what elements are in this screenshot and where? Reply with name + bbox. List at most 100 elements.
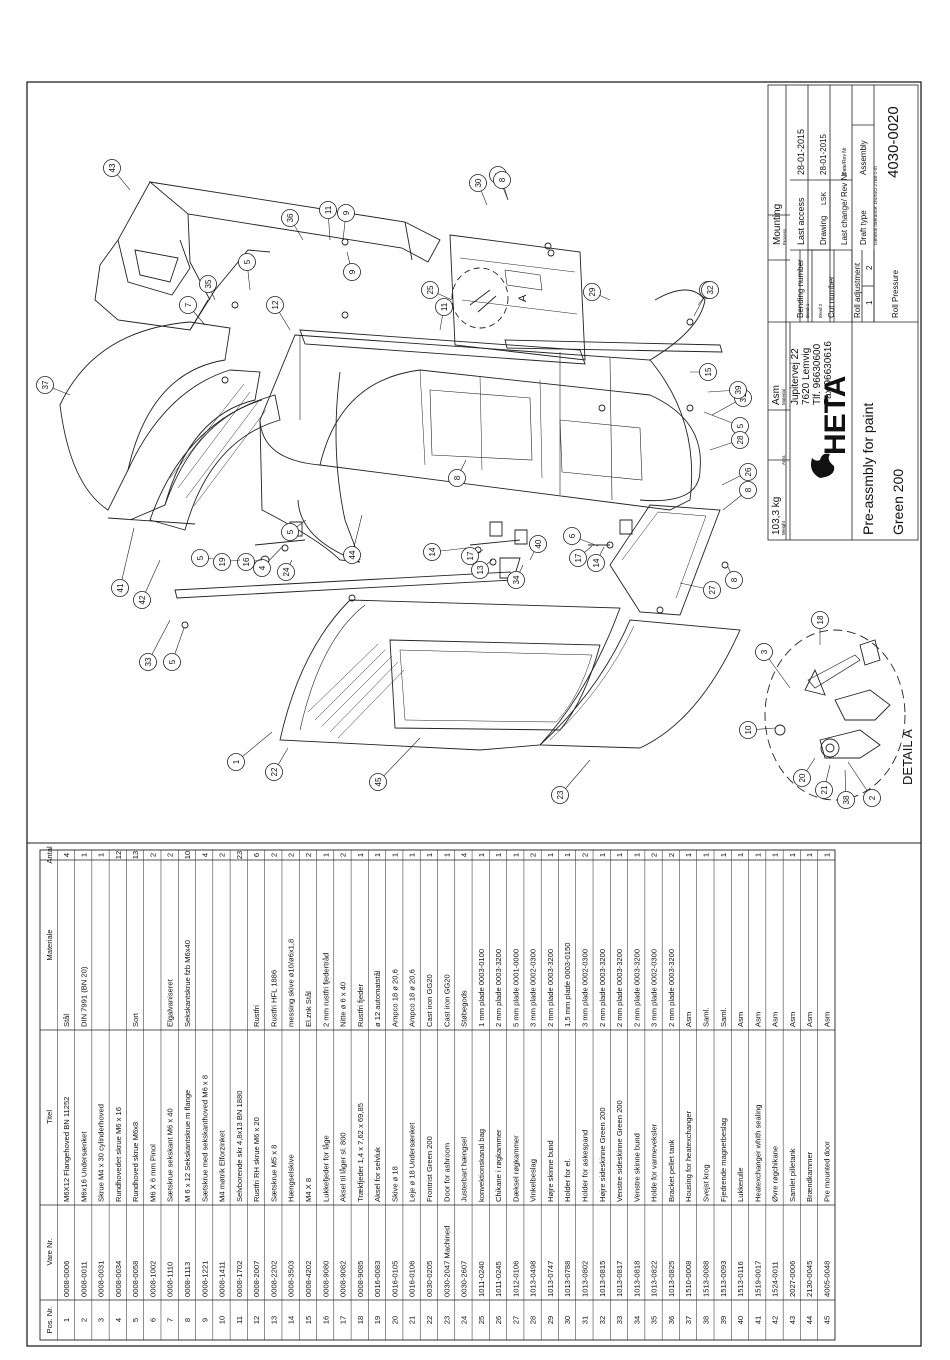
- balloon-circle: [343, 263, 361, 281]
- bom-cell-titel: Heatexchanger whith sealing: [753, 1104, 762, 1202]
- tb-address2: 7620 Lemvig: [801, 348, 812, 405]
- ash-door-part: [538, 619, 741, 749]
- bom-cell-pos: 32: [598, 1316, 607, 1324]
- bom-cell-antal: 1: [511, 853, 520, 857]
- balloon-circle: [423, 543, 441, 561]
- balloon-circle: [281, 209, 299, 227]
- bom-cell-materiale: Saml.: [719, 1008, 728, 1027]
- balloon-leader: [377, 737, 421, 783]
- bom-cell-antal: 1: [771, 853, 780, 857]
- bom-cell-pos: 18: [356, 1316, 365, 1324]
- bom-cell-vare: 0008-0031: [97, 1261, 106, 1297]
- tb-roll-pressure: Roll Pressure: [891, 269, 900, 318]
- balloon-label: 18: [816, 615, 825, 624]
- bom-cell-titel: Door for ashroom: [442, 1143, 451, 1202]
- bom-header-vare: Vare Nr.: [45, 1238, 54, 1265]
- bom-cell-vare: 0008-1110: [166, 1262, 175, 1297]
- balloon-label: 34: [512, 575, 521, 584]
- bom-cell-antal: 1: [684, 853, 693, 857]
- tb-last-access-date: 28-01-2015: [796, 129, 806, 175]
- side-rails-part: [174, 339, 723, 599]
- bom-cell-pos: 14: [287, 1316, 296, 1324]
- balloon-circle: [103, 159, 121, 177]
- tb-roll-adjustment: Roll adjustment: [853, 262, 862, 318]
- exploded-assembly-view: [59, 181, 906, 801]
- balloon-circle: [199, 275, 217, 293]
- bom-cell-antal: 1: [701, 853, 710, 857]
- balloon-circle: [319, 201, 337, 219]
- bom-cell-pos: 38: [701, 1316, 710, 1324]
- balloon-circle: [529, 535, 547, 553]
- balloon-circle: [266, 296, 284, 314]
- balloon-label: 5: [168, 659, 177, 664]
- balloon-label: 5: [736, 423, 745, 428]
- balloon-circle: [739, 721, 757, 739]
- bom-cell-vare: 1513-0088: [701, 1261, 710, 1297]
- balloon-label: 33: [144, 657, 153, 666]
- bom-cell-antal: 4: [200, 853, 209, 857]
- balloon-circle: [469, 174, 487, 192]
- bom-cell-titel: Vinkelbeslag: [529, 1159, 538, 1202]
- bom-cell-titel: Rustfri RH skrue M6 x 20: [252, 1117, 261, 1202]
- bom-cell-vare: 1011-0245: [494, 1261, 503, 1297]
- bom-cell-pos: 19: [373, 1316, 382, 1324]
- bom-cell-antal: 1: [546, 853, 555, 857]
- bom-cell-titel: Øvre røgchikane: [771, 1146, 780, 1202]
- bom-cell-vare: 0030-0205: [425, 1261, 434, 1297]
- bom-cell-titel: Rundhovedet skrue M6 x 16: [114, 1107, 123, 1202]
- bom-cell-materiale: 2 mm rustfri fjedertråd: [321, 953, 330, 1027]
- bom-cell-antal: 1: [563, 853, 572, 857]
- tb-drawing-date: 28-01-2015: [819, 134, 828, 175]
- bom-cell-antal: 1: [632, 853, 641, 857]
- balloon-label: 5: [286, 529, 295, 534]
- bom-cell-pos: 30: [563, 1316, 572, 1324]
- tb-draft-value: Assembly: [859, 140, 868, 175]
- bom-cell-vare: 0030-2607: [460, 1261, 469, 1297]
- bom-cell-antal: 1: [79, 853, 88, 857]
- combustion-chamber-part: [259, 289, 706, 563]
- balloon-label: 35: [204, 279, 213, 288]
- balloon-label: 9: [342, 210, 351, 215]
- bom-cell-pos: 16: [321, 1316, 330, 1324]
- bom-header-materiale: Materiale: [45, 929, 54, 960]
- balloon-label: 6: [568, 533, 577, 538]
- tb-drawing-number: 4030-0020: [885, 106, 902, 178]
- balloon-label: 20: [798, 773, 807, 782]
- bom-cell-materiale: messing skive ø10/ø6x1,8: [287, 939, 296, 1027]
- balloon-label: 41: [116, 583, 125, 592]
- bom-cell-vare: 1013-0825: [667, 1261, 676, 1297]
- bom-cell-antal: 1: [805, 853, 814, 857]
- bom-cell-titel: Pre mounted door: [822, 1141, 831, 1202]
- bom-cell-titel: Brændkammer: [805, 1151, 814, 1202]
- bom-cell-vare: 1513-0093: [719, 1261, 728, 1297]
- tb-last-access: Last access: [796, 197, 806, 245]
- bom-cell-pos: 2: [79, 1318, 88, 1322]
- balloon-callouts: 1234555555567888899101111121314141516171…: [36, 159, 881, 809]
- smoke-chamber-lid-part: [609, 504, 721, 616]
- detail-a-label: DETAIL A: [900, 729, 915, 785]
- bom-cell-pos: 11: [235, 1316, 244, 1324]
- balloon-label: 27: [708, 585, 717, 594]
- tb-fax: Fax 96630616: [823, 341, 834, 405]
- bom-cell-materiale: 3 mm plade 0002-0300: [650, 949, 659, 1027]
- brand-logo-text: HETA: [819, 376, 852, 455]
- bom-cell-materiale: 5 mm plade 0001-0000: [511, 949, 520, 1027]
- bom-header-antal: Antal: [45, 846, 54, 864]
- balloon-label: 21: [820, 785, 829, 794]
- tb-material-caption: Material: [781, 389, 786, 405]
- balloon-circle: [725, 571, 743, 589]
- balloon-label: 14: [428, 547, 437, 556]
- balloon-circle: [811, 611, 829, 629]
- bom-cell-titel: M4 møtrik Elforzinket: [218, 1130, 227, 1202]
- balloon-circle: [551, 786, 569, 804]
- bom-cell-pos: 25: [477, 1316, 486, 1324]
- bom-cell-materiale: Cast iron GG20: [442, 974, 451, 1027]
- balloon-circle: [739, 481, 757, 499]
- bom-cell-pos: 5: [131, 1318, 140, 1322]
- balloon-label: 29: [588, 287, 597, 296]
- title-block: [767, 84, 919, 541]
- bom-cell-materiale: 1 mm plade 0003-0100: [477, 949, 486, 1027]
- bom-cell-titel: M6X12 Flangehoved BN 11252: [62, 1097, 71, 1202]
- balloon-label: 45: [374, 777, 383, 786]
- bom-cell-pos: 13: [269, 1316, 278, 1324]
